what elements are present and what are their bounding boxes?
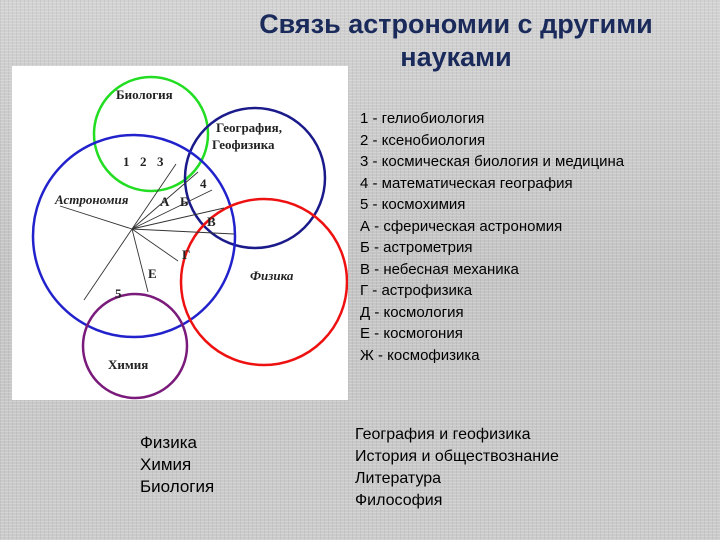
title-line-2: науками: [400, 42, 512, 72]
label-e: Е: [148, 266, 157, 281]
legend-item: 2 - ксенобиология: [360, 131, 486, 149]
label-a: А: [160, 194, 170, 209]
label-geography-2: Геофизика: [212, 137, 275, 152]
label-4: 4: [200, 176, 207, 191]
physics-circle: [179, 197, 348, 367]
legend-list: 1 - гелиобиология 2 - ксенобиология 3 - ко…: [360, 108, 710, 366]
right-list-item: История и обществознание: [355, 448, 559, 465]
legend-item: 4 - математическая география: [360, 174, 573, 192]
legend-item: 1 - гелиобиология: [360, 110, 485, 127]
legend-item: В - небесная механика: [360, 260, 519, 278]
label-g: Г: [182, 247, 190, 262]
label-5: 5: [115, 286, 122, 301]
legend-item: Д - космология: [360, 303, 464, 321]
title-line-1: Связь астрономии с другими: [259, 9, 653, 39]
legend-item: Ж - космофизика: [360, 346, 480, 364]
label-physics: Физика: [250, 268, 294, 283]
venn-diagram-svg: Биология География, Геофизика Астрономия…: [31, 75, 348, 400]
legend-item: 5 - космохимия: [360, 196, 466, 213]
right-list-item: Философия: [355, 492, 443, 509]
left-list-item: Физика: [140, 433, 197, 452]
radial-lines: [59, 163, 235, 301]
label-1: 1: [123, 154, 130, 169]
venn-diagram: Биология География, Геофизика Астрономия…: [12, 66, 348, 400]
label-biology: Биология: [116, 87, 173, 102]
astronomy-circle: [31, 133, 237, 339]
legend-item: Г - астрофизика: [360, 282, 473, 299]
slide-title: Связь астрономии с другими науками: [236, 8, 676, 74]
label-v: В: [207, 214, 216, 229]
left-list-item: Биология: [140, 477, 215, 496]
legend-item: Б - астрометрия: [360, 239, 473, 256]
biology-circle: [92, 75, 210, 193]
label-geography-1: География,: [216, 120, 282, 135]
right-list-item: Литература: [355, 470, 442, 487]
right-list-item: География и геофизика: [355, 426, 531, 443]
label-chemistry: Химия: [108, 357, 148, 372]
label-astronomy: Астрономия: [54, 192, 129, 207]
legend-item: А - сферическая астрономия: [360, 217, 563, 235]
chemistry-circle: [81, 292, 189, 400]
label-b: Б: [180, 194, 189, 209]
label-3: 3: [157, 154, 164, 169]
left-list-item: Химия: [140, 455, 192, 474]
legend-item: 3 - космическая биология и медицина: [360, 153, 625, 170]
geography-circle: [183, 106, 327, 250]
label-2: 2: [140, 154, 147, 169]
legend-item: Е - космогония: [360, 325, 463, 342]
